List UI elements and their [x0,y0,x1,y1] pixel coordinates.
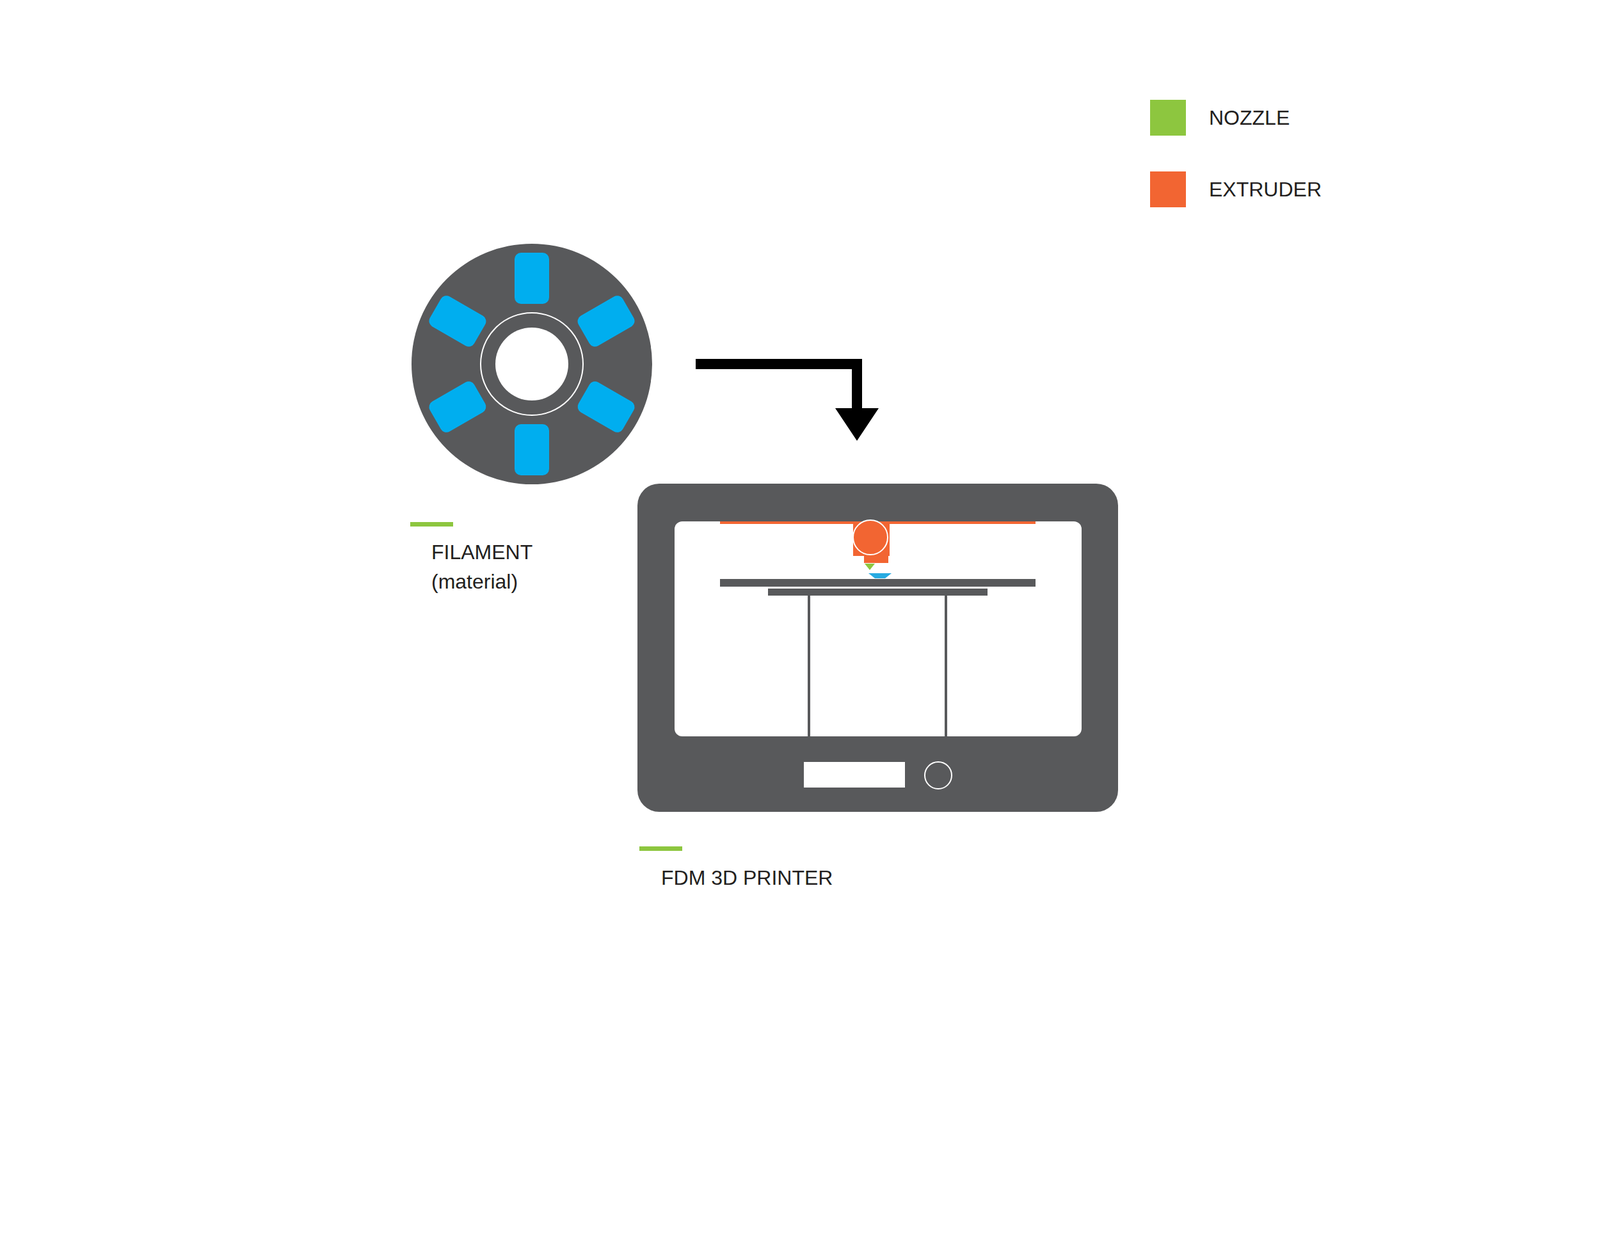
spool-disc [411,243,653,485]
spool-hole [495,327,569,401]
display-panel [803,762,905,788]
printer-node: FDM 3D PRINTER [637,483,1119,898]
node-label: FILAMENT (material) [431,537,573,597]
spool-slot [514,252,550,304]
z-rod [944,595,948,737]
legend-label: EXTRUDER [1208,176,1322,203]
flow-arrow [695,364,879,441]
spool-slot [426,293,489,350]
control-knob [924,762,952,790]
printer-frame [637,483,1119,813]
legend-label: NOZZLE [1208,104,1290,131]
bed-support [768,588,988,596]
legend-swatch [1150,171,1186,208]
arrowhead [835,408,879,441]
printer-figure [637,483,1119,813]
legend-swatch [1150,99,1186,136]
z-rod [807,595,811,737]
spool-slots [426,252,637,476]
print-bed [720,579,1036,587]
spool-slot [514,424,550,476]
printed-part [868,573,892,579]
spool-slot [575,379,637,436]
label-dash [410,522,454,527]
filament-spool [411,243,653,485]
filament-spool-node: FILAMENT (material) [410,243,654,603]
spool-ring [480,312,584,416]
arrow-line [695,364,857,409]
nozzle [864,563,875,571]
spool-slot [575,293,637,350]
extruder-gear [853,520,888,555]
extruder-base [864,556,889,564]
printer-window [674,521,1082,737]
node-label: FDM 3D PRINTER [661,863,1046,893]
label-dash [639,846,683,852]
spool-slot [426,379,489,436]
